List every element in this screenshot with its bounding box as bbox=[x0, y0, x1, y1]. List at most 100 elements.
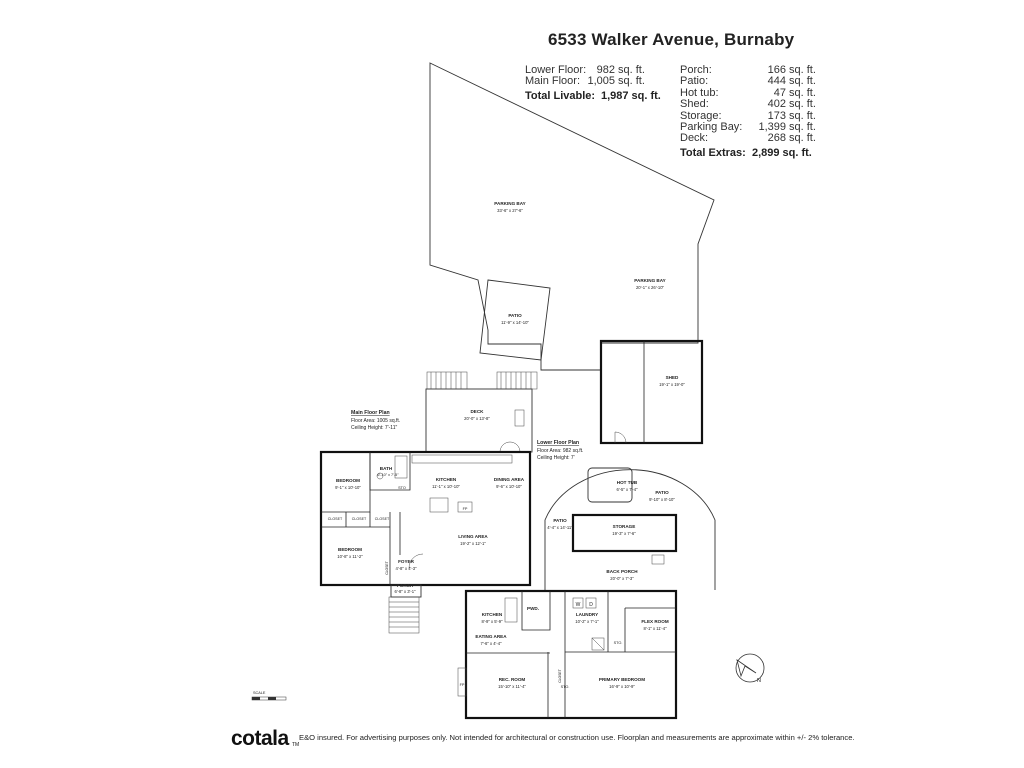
stat-unit: sq. ft. bbox=[618, 64, 645, 76]
north-arrow-icon bbox=[735, 653, 765, 683]
room-dim-living: 19'-2" x 12'-1" bbox=[460, 541, 486, 546]
stat-value: 2,899 bbox=[752, 146, 780, 159]
stat-row-total-extras: Total Extras: 2,899 sq. ft. bbox=[680, 146, 816, 159]
main-floor-ceiling: Ceiling Height: 7'-11" bbox=[351, 425, 397, 431]
stat-label: Parking Bay: bbox=[680, 121, 743, 134]
room-dim-foyer: 4'-8" x 4'-3" bbox=[395, 566, 417, 571]
room-label-parking-bay-2: PARKING BAY bbox=[634, 278, 665, 283]
lower-floor-area: Floor Area: 982 sq.ft. bbox=[537, 448, 583, 454]
closet-label: CLOSET bbox=[385, 561, 389, 575]
room-label-patio-left: PATIO bbox=[553, 518, 567, 523]
front-stairs bbox=[388, 596, 420, 634]
room-label-bath: BATH bbox=[380, 466, 393, 471]
stat-row-parking-bay: Parking Bay: 1,399 sq. ft. bbox=[680, 121, 816, 134]
deck-stairs-left bbox=[426, 371, 468, 390]
stat-value: 1,987 bbox=[601, 89, 629, 102]
room-label-dining: DINING AREA bbox=[494, 477, 525, 482]
fireplace-label: FP bbox=[460, 683, 465, 687]
stat-unit: sq. ft. bbox=[789, 86, 816, 99]
room-dim-parking-bay-2: 20'-1" x 26'-10" bbox=[636, 285, 665, 290]
floor-area-summary: Lower Floor: 982 sq. ft. Main Floor: 1,0… bbox=[525, 64, 661, 102]
closet-label: CLOSET bbox=[375, 517, 390, 521]
stat-label: Hot tub: bbox=[680, 86, 719, 99]
stat-row-deck: Deck: 268 sq. ft. bbox=[680, 132, 816, 145]
stat-row-patio: Patio: 444 sq. ft. bbox=[680, 75, 816, 88]
dryer bbox=[585, 597, 597, 609]
stat-value: 1,005 bbox=[587, 75, 615, 88]
stat-row-total-livable: Total Livable: 1,987 sq. ft. bbox=[525, 89, 661, 102]
room-label-flex: FLEX ROOM bbox=[641, 619, 668, 624]
room-dim-laundry: 10'-2" x 7'-1" bbox=[575, 619, 599, 624]
lower-floor-walls bbox=[464, 589, 678, 720]
closet-label: CLOSET bbox=[352, 517, 367, 521]
room-label-rec: REC. ROOM bbox=[499, 677, 526, 682]
stat-label: Shed: bbox=[680, 98, 709, 111]
room-label-deck: DECK bbox=[470, 409, 484, 414]
toilet bbox=[376, 472, 384, 480]
sto-label: STO bbox=[398, 486, 406, 490]
stat-label: Porch: bbox=[680, 64, 712, 76]
stat-unit: sq. ft. bbox=[789, 132, 816, 145]
room-dim-primary: 16'-9" x 10'-9" bbox=[609, 684, 635, 689]
room-label-living: LIVING AREA bbox=[458, 534, 488, 539]
lower-sto-diag bbox=[591, 637, 605, 651]
kitchen-counter bbox=[411, 454, 513, 464]
stat-row-shed: Shed: 402 sq. ft. bbox=[680, 98, 816, 111]
room-label-bedroom-2: BEDROOM bbox=[338, 547, 362, 552]
room-label-patio-upper: PATIO bbox=[508, 313, 522, 318]
room-dim-bedroom-1: 9'-1" x 10'-10" bbox=[335, 485, 361, 490]
stat-value: 982 bbox=[596, 64, 615, 76]
north-label: N bbox=[757, 678, 761, 684]
stat-row-porch: Porch: 166 sq. ft. bbox=[680, 64, 816, 76]
storage-outline bbox=[571, 513, 678, 553]
extras-summary: Porch: 166 sq. ft. Patio: 444 sq. ft. Ho… bbox=[680, 64, 816, 159]
stat-value: 166 bbox=[767, 64, 786, 76]
room-dim-porch: 6'-8" x 3'-1" bbox=[394, 589, 416, 594]
room-dim-kitchen-main: 11'-1" x 10'-10" bbox=[432, 484, 460, 489]
stat-value: 402 bbox=[767, 98, 786, 111]
room-label-pwd: PWD. bbox=[527, 606, 539, 611]
room-dim-kitchen-lower: 8'-9" x 5'-9" bbox=[481, 619, 503, 624]
cotala-logo: cotala bbox=[231, 727, 289, 750]
parking-bay-outline bbox=[429, 62, 715, 371]
room-dim-bedroom-2: 10'-8" x 11'-2" bbox=[337, 554, 363, 559]
room-label-kitchen-main: KITCHEN bbox=[436, 477, 457, 482]
room-dim-shed: 19'-1" x 19'-0" bbox=[659, 382, 685, 387]
main-floor-area: Floor Area: 1005 sq.ft. bbox=[351, 418, 400, 424]
stat-unit: sq. ft. bbox=[631, 89, 661, 102]
fireplace-lower bbox=[457, 667, 467, 697]
room-dim-flex: 8'-1" x 11'-4" bbox=[643, 626, 667, 631]
stat-unit: sq. ft. bbox=[789, 98, 816, 111]
bath-wall bbox=[369, 452, 411, 491]
room-label-shed: SHED bbox=[666, 375, 679, 380]
stat-label: Total Extras: bbox=[680, 146, 746, 159]
scale-bar bbox=[251, 696, 287, 701]
lower-kitchen-counter bbox=[504, 597, 518, 623]
bathtub bbox=[394, 455, 408, 479]
room-label-back-porch: BACK PORCH bbox=[606, 569, 638, 574]
closet-label: CLOSET bbox=[328, 517, 343, 521]
fireplace-main bbox=[457, 501, 473, 513]
room-dim-patio-right: 9'-10" x 8'-10" bbox=[649, 497, 675, 502]
pwd-wall bbox=[521, 591, 551, 631]
room-label-storage: STORAGE bbox=[613, 524, 636, 529]
room-label-primary: PRIMARY BEDROOM bbox=[599, 677, 645, 682]
room-dim-parking-bay: 33'-6" x 27'-6" bbox=[497, 208, 523, 213]
fireplace-label: FP bbox=[463, 507, 468, 511]
stat-label: Lower Floor: bbox=[525, 64, 587, 76]
dryer-label: D bbox=[589, 602, 593, 608]
sto-label: STO. bbox=[614, 641, 623, 645]
stat-row-storage: Storage: 173 sq. ft. bbox=[680, 109, 816, 122]
shed-outline bbox=[599, 339, 704, 445]
stat-unit: sq. ft. bbox=[789, 75, 816, 88]
stat-unit: sq. ft. bbox=[789, 121, 816, 134]
stat-value: 173 bbox=[767, 109, 786, 122]
scale-label: SCALE bbox=[253, 691, 266, 695]
foyer-door-swing bbox=[408, 553, 424, 569]
room-dim-dining: 9'-6" x 10'-10" bbox=[496, 484, 522, 489]
room-dim-storage: 19'-3" x 7'-6" bbox=[612, 531, 636, 536]
stat-label: Storage: bbox=[680, 109, 722, 122]
stat-label: Main Floor: bbox=[525, 75, 581, 88]
closet-label-lower: CLOSET bbox=[558, 669, 562, 683]
